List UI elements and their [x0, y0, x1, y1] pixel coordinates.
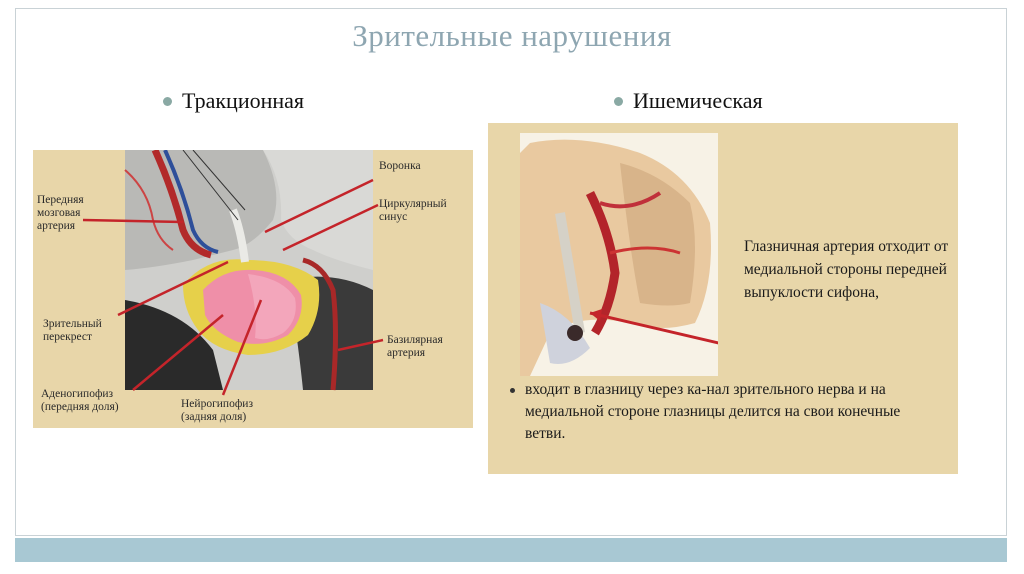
- pituitary-diagram: Передняя мозговая артерия Воронка Циркул…: [33, 150, 473, 428]
- orbit-anatomy-drawing: [520, 139, 718, 376]
- ophthalmic-artery-bullet: входит в глазницу через ка-нал зрительно…: [510, 379, 940, 445]
- label-chiasm: Зрительный перекрест: [43, 318, 102, 343]
- bottom-bar: [15, 538, 1007, 562]
- bullet-dot-small: [510, 388, 515, 393]
- label-neurohypophysis: Нейрогипофиз (задняя доля): [181, 398, 253, 423]
- ophthalmic-artery-panel: Глазничная артерия отходит от медиальной…: [488, 123, 958, 474]
- heading-ischemic: Ишемическая: [614, 88, 763, 114]
- heading-ischemic-text: Ишемическая: [633, 88, 763, 113]
- bullet-dot: [163, 96, 172, 106]
- heading-traction-text: Тракционная: [182, 88, 305, 113]
- heading-traction: Тракционная: [163, 88, 304, 114]
- label-basilar-artery: Базилярная артерия: [387, 334, 443, 359]
- label-circular-sinus: Циркулярный синус: [379, 198, 447, 223]
- pituitary-illustration: [82, 150, 384, 396]
- slide-title: Зрительные нарушения: [352, 18, 672, 53]
- ophthalmic-artery-description: Глазничная артерия отходит от медиальной…: [744, 238, 949, 301]
- orbit-illustration: [520, 133, 718, 376]
- label-infundibulum: Воронка: [379, 160, 421, 172]
- ophthalmic-artery-bullet-text: входит в глазницу через ка-нал зрительно…: [525, 381, 901, 442]
- bullet-dot: [614, 96, 623, 106]
- label-adenohypophysis: Аденогипофиз (передняя доля): [41, 388, 119, 413]
- label-anterior-artery: Передняя мозговая артерия: [37, 194, 84, 232]
